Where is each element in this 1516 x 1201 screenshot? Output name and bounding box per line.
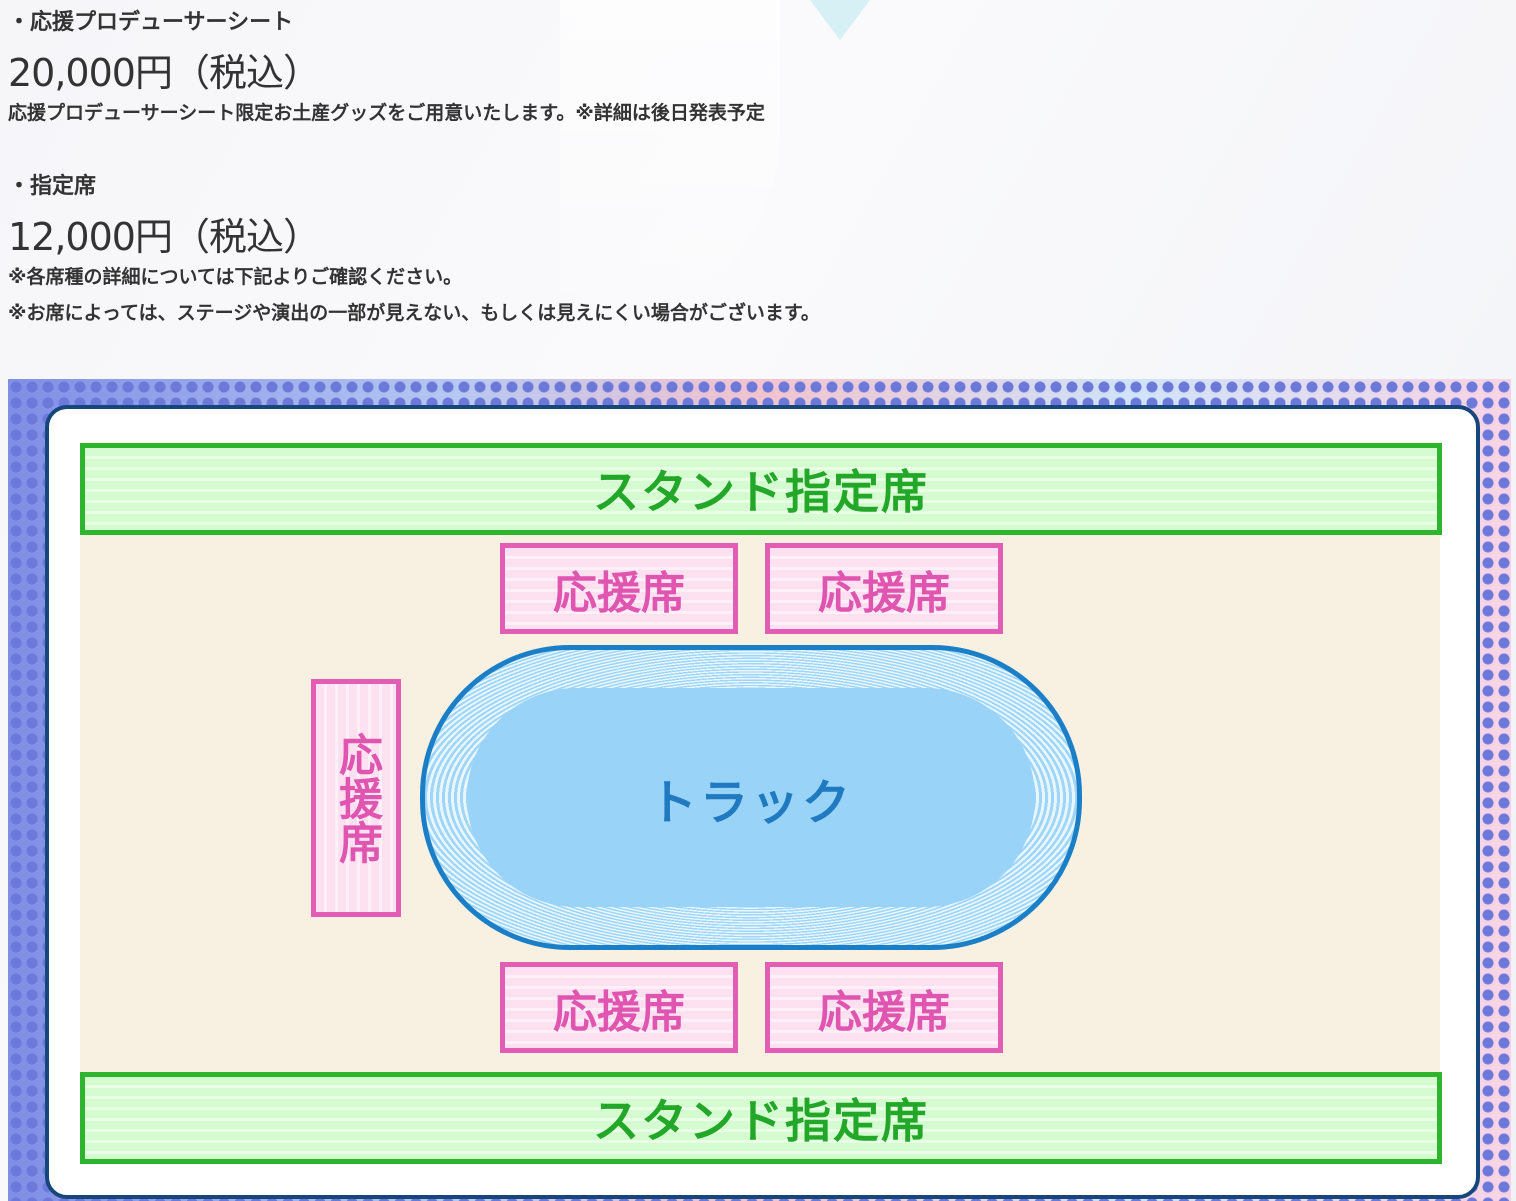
ticket-name: ・指定席 <box>8 174 97 199</box>
ouen-seat-left: 応援席 <box>311 679 401 917</box>
track-label: トラック <box>467 688 1035 907</box>
track: トラック <box>420 645 1082 950</box>
ticket-note: ※各席種の詳細については下記よりご確認ください。 <box>8 266 463 288</box>
ticket-note: ※お席によっては、ステージや演出の一部が見えない、もしくは見えにくい場合がござい… <box>8 302 820 324</box>
ouen-seat-bottom-left: 応援席 <box>500 962 738 1053</box>
stand-seat-top: スタンド指定席 <box>80 443 1442 535</box>
background-shape <box>560 0 780 330</box>
ouen-seat-top-right: 応援席 <box>765 543 1003 634</box>
ticket-price: 20,000円（税込） <box>8 51 321 95</box>
ouen-seat-bottom-right: 応援席 <box>765 962 1003 1053</box>
seat-map-image: スタンド指定席 スタンド指定席 応援席 応援席 応援席 応援席 応援席 トラック <box>8 379 1511 1201</box>
stand-seat-bottom: スタンド指定席 <box>80 1072 1442 1164</box>
ticket-name: ・応援プロデューサーシート <box>8 10 294 35</box>
ouen-seat-top-left: 応援席 <box>500 543 738 634</box>
background-triangle <box>810 0 870 40</box>
ticket-price: 12,000円（税込） <box>8 215 321 259</box>
ticket-note: 応援プロデューサーシート限定お土産グッズをご用意いたします。※詳細は後日発表予定 <box>8 102 765 124</box>
